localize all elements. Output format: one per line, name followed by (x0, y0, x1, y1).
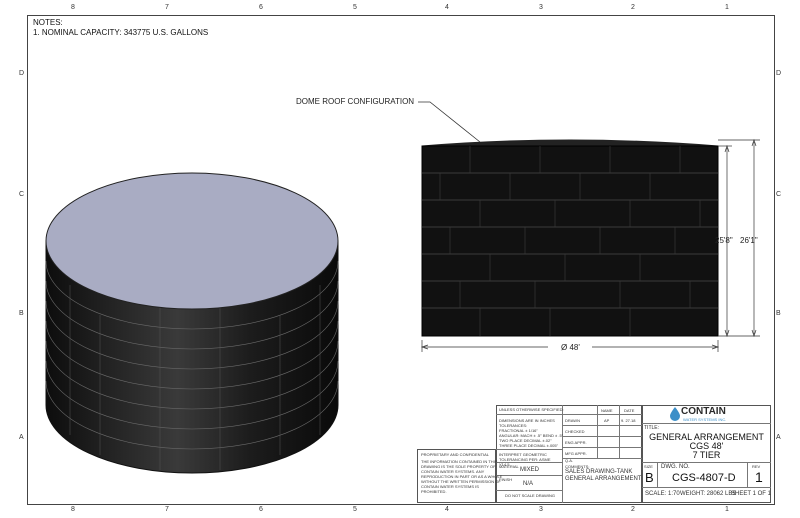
tolerances-header: UNLESS OTHERWISE SPECIFIED: (499, 407, 564, 412)
shell-height-dimension: 25'8" (715, 236, 733, 245)
dome-roof (421, 139, 719, 147)
notes: NOTES: 1. NOMINAL CAPACITY: 343775 U.S. … (33, 18, 208, 38)
checked-label: CHECKED (565, 429, 585, 434)
scale-value: SCALE: 1:70 (645, 491, 680, 497)
zone-label-left-d: D (19, 70, 25, 77)
drawn-date: 9. 27.18 (621, 418, 636, 423)
title-block-proprietary (417, 449, 496, 503)
diameter-dimension-lines (420, 340, 720, 352)
zone-label-bottom-7: 7 (165, 506, 169, 513)
tolerance-line: TWO PLACE DECIMAL ±.02" (499, 438, 552, 443)
notes-heading: NOTES: (33, 18, 63, 27)
sheet-value: SHEET 1 OF 1 (731, 491, 771, 497)
zone-label-top-7: 7 (165, 4, 169, 11)
size-value: B (645, 470, 654, 485)
drawing-frame (27, 15, 775, 505)
dwg-no-value: CGS-4807-D (672, 472, 736, 484)
tolerance-line: THREE PLACE DECIMAL ±.005" (499, 443, 559, 448)
dome-roof-leader (418, 101, 481, 143)
title-block-left (496, 405, 642, 503)
zone-label-left-b: B (19, 310, 24, 317)
no-scale-note: DO NOT SCALE DRAWING (505, 493, 556, 498)
drawing-title-line: 7 TIER (692, 450, 721, 460)
col-date-header: DATE (624, 408, 635, 413)
zone-label-bottom-8: 8 (71, 506, 75, 513)
elevation-wall (421, 145, 719, 337)
proprietary-line: WITHOUT THE WRITTEN PERMISSION OF (421, 479, 501, 484)
tank-roof (45, 172, 339, 310)
comments-line: SALES DRAWING-TANK (565, 469, 633, 475)
tolerance-line: ANGULAR: MACH ± .5° BEND ± .5° (499, 433, 564, 438)
zone-label-right-a: A (776, 434, 781, 441)
tank-wall-bands (45, 260, 339, 450)
title-label: TITLE: (644, 425, 660, 431)
zone-label-top-6: 6 (259, 4, 263, 11)
zone-label-left-c: C (19, 191, 25, 198)
tolerance-line: DIMENSIONS ARE IN INCHES (499, 418, 555, 423)
elevation-panel-seams (439, 146, 701, 336)
diameter-dimension: Ø 48' (561, 343, 580, 352)
dome-roof-callout: DOME ROOF CONFIGURATION (296, 97, 415, 106)
zone-label-top-2: 2 (631, 4, 635, 11)
drawn-name: AP (604, 418, 610, 423)
tolerance-line: FRACTIONAL ± 1/16" (499, 428, 538, 433)
proprietary-line: CONTAIN WATER SYSTEMS IS (421, 484, 479, 489)
zone-label-top-8: 8 (71, 4, 75, 11)
finish-value: N/A (523, 481, 534, 487)
note-item: 1. NOMINAL CAPACITY: 343775 U.S. GALLONS (33, 28, 209, 37)
weight-value: WEIGHT: 28062 LBS (680, 491, 737, 497)
isometric-tank-view (45, 172, 339, 474)
elevation-courses (422, 172, 718, 309)
zone-label-bottom-5: 5 (353, 506, 357, 513)
proprietary-line: DRAWING IS THE SOLE PROPERTY OF (421, 464, 496, 469)
col-name-header: NAME (601, 408, 613, 413)
zone-label-top-1: 1 (725, 4, 729, 11)
rev-value: 1 (755, 469, 763, 485)
title-block-right (642, 405, 771, 503)
zone-label-top-4: 4 (445, 4, 449, 11)
zone-label-bottom-1: 1 (725, 506, 729, 513)
zone-label-right-c: C (776, 191, 782, 198)
comments-line: GENERAL ARRANGEMENT (565, 476, 642, 482)
zone-label-bottom-3: 3 (539, 506, 543, 513)
zone-label-bottom-2: 2 (631, 506, 635, 513)
zone-label-bottom-6: 6 (259, 506, 263, 513)
tolerance-line: TOLERANCES: (499, 423, 528, 428)
size-label: SIZE (644, 464, 653, 469)
drawing-title-line: GENERAL ARRANGEMENT (649, 432, 764, 442)
dwg-no-label: DWG. NO. (661, 464, 690, 470)
eng-appr-label: ENG APPR. (565, 440, 587, 445)
zone-label-right-d: D (776, 70, 782, 77)
drawing-title-line: CGS 48' (689, 441, 724, 451)
proprietary-line: REPRODUCTION IN PART OR AS A WHOLE (421, 474, 503, 479)
geometric-tolerancing: INTERPRET GEOMETRIC TOLERANCING PER: ASM… (499, 452, 551, 467)
proprietary-line: CONTAIN WATER SYSTEMS. ANY (421, 469, 485, 474)
elevation-view (418, 101, 760, 352)
drawn-label: DRAWN (565, 418, 580, 423)
total-height-dimension: 26'1" (740, 236, 758, 245)
proprietary-line: THE INFORMATION CONTAINED IN THIS (421, 459, 498, 464)
material-label: MATERIAL (499, 464, 519, 469)
mfg-appr-label: MFG APPR. (565, 451, 587, 456)
zone-label-top-5: 5 (353, 4, 357, 11)
zone-label-left-a: A (19, 434, 24, 441)
height-dimension-lines (718, 138, 760, 338)
rev-label: REV (752, 464, 761, 469)
company-logo-sub: WATER SYSTEMS INC. (683, 417, 727, 422)
zone-label-bottom-4: 4 (445, 506, 449, 513)
qa-label: Q.A. (565, 458, 574, 463)
zone-label-top-3: 3 (539, 4, 543, 11)
zone-label-right-b: B (776, 310, 781, 317)
material-value: MIXED (520, 467, 540, 473)
comments-label: COMMENTS: (565, 464, 590, 469)
tank-wall-seams (69, 285, 321, 470)
water-drop-logo-icon (670, 407, 680, 421)
finish-label: FINISH (499, 477, 513, 482)
company-logo-name: CONTAIN (681, 406, 726, 417)
proprietary-title: PROPRIETARY AND CONFIDENTIAL (421, 452, 490, 457)
proprietary-line: PROHIBITED. (421, 489, 447, 494)
